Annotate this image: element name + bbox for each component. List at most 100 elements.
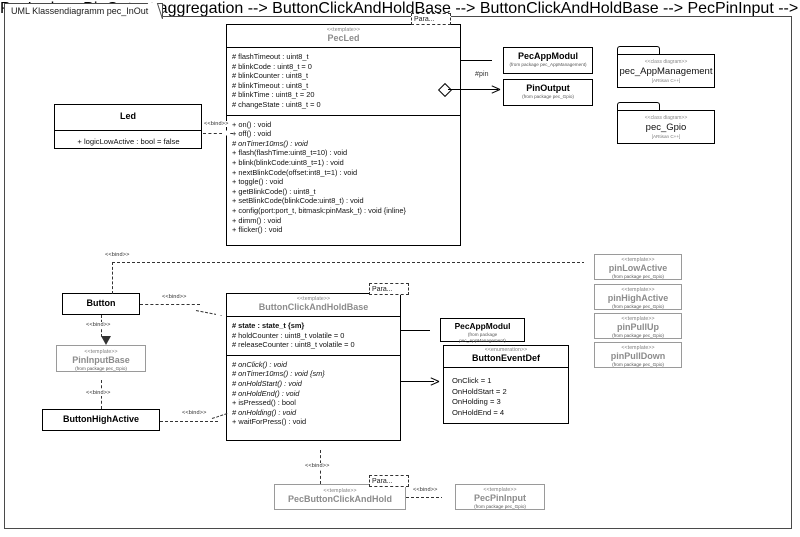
class-bcahb-name: ButtonClickAndHoldBase	[258, 302, 369, 312]
class-buttoneventdef[interactable]: <<enumeration>> ButtonEventDef OnClick =…	[443, 345, 569, 424]
link-bcahb-pecappmodul	[401, 330, 431, 331]
package-language: [ARtisan C++]	[651, 134, 681, 139]
package-body: <<class diagram>> pec_AppManagement [ARt…	[617, 54, 715, 88]
link-label-bind: <<bind>>	[161, 294, 188, 300]
realization-arrowhead-pinlowactive	[584, 257, 593, 267]
link-pecled-pinoutput	[448, 89, 498, 90]
class-bcahb-stereotype: <<template>>	[296, 296, 331, 302]
class-pinlowactive-name: pinLowActive	[608, 263, 668, 273]
package-name: pec_AppManagement	[619, 66, 713, 77]
generalization-arrowhead-pecappmodul	[492, 55, 501, 65]
package-pec-gpio[interactable]: <<class diagram>> pec_Gpio [ARtisan C++]	[617, 102, 715, 144]
association-arrowhead-buttoneventdef	[430, 381, 439, 390]
class-pinlowactive[interactable]: <<template>> pinLowActive (from package …	[594, 254, 682, 280]
package-stereotype: <<class diagram>>	[644, 115, 688, 121]
class-button[interactable]: Button	[62, 293, 140, 315]
operation: + on() : void	[232, 119, 272, 129]
attribute: # blinkCounter : uint8_t	[232, 71, 309, 81]
attribute: + logicLowActive : bool = false	[77, 137, 180, 146]
class-pininputbase-stereotype: <<template>>	[84, 349, 118, 355]
class-pinhighactive-stereotype: <<template>>	[621, 287, 655, 293]
class-pinoutput-name: PinOutput	[526, 83, 570, 93]
class-pinpullup-from: (from package pec_Gpio)	[612, 333, 664, 338]
operation: + flicker() : void	[232, 225, 283, 235]
attribute: # changeState : uint8_t = 0	[232, 99, 321, 109]
realization-arrowhead-bcahb-2	[216, 407, 225, 417]
realization-arrowhead-led	[222, 128, 231, 138]
generalization-arrowhead-pininputbase-up	[101, 371, 111, 380]
class-bcahb-divider-1	[227, 316, 400, 317]
class-pecappmodul-top[interactable]: PecAppModul (from package pec_AppManagem…	[503, 47, 593, 74]
class-pinpulldown[interactable]: <<template>> pinPullDown (from package p…	[594, 342, 682, 368]
class-led[interactable]: Led + logicLowActive : bool = false	[54, 104, 202, 149]
generalization-arrowhead-pecappmodul-mid	[430, 325, 439, 335]
operation: # onHolding() : void	[232, 407, 297, 417]
class-pecled-header: <<template>> PecLed	[227, 25, 460, 47]
link-label-bind: <<bind>>	[412, 487, 439, 493]
class-led-name: Led	[119, 111, 136, 121]
enum-literal: OnClick = 1	[452, 376, 492, 385]
class-pininputbase-name: PinInputBase	[72, 355, 130, 365]
class-bcahb-operations: # onClick() : void # onTimer10ms() : voi…	[227, 356, 400, 432]
class-led-header: Led	[55, 105, 201, 125]
class-pecled-divider-1	[227, 47, 460, 48]
class-pinoutput[interactable]: PinOutput (from package pec_Gpio)	[503, 79, 593, 106]
class-pecbuttonclickandhold-name: PecButtonClickAndHold	[287, 494, 392, 504]
enum-literal: OnHolding = 3	[452, 397, 501, 406]
attribute: # releaseCounter : uint8_t volatile = 0	[232, 340, 355, 350]
link-label-bind: <<bind>>	[203, 121, 230, 127]
class-pecled-name: PecLed	[327, 33, 360, 43]
diagram-frame-label: UML Klassendiagramm pec_InOut	[4, 3, 164, 19]
class-pecappmodul-top-header: PecAppModul (from package pec_AppManagem…	[504, 48, 592, 71]
class-pinhighactive-from: (from package pec_Gpio)	[612, 304, 664, 309]
attribute: # holdCounter : uint8_t volatile = 0	[232, 330, 345, 340]
operation: + config(port:port_t, bitmask:pinMask_t)…	[232, 205, 406, 215]
operation: + blink(blinkCode:uint8_t=1) : void	[232, 157, 344, 167]
class-pecled-divider-2	[227, 114, 460, 116]
class-bcahb-attributes: # state : state_t {sm} # holdCounter : u…	[227, 317, 400, 355]
operation: + dimm() : void	[232, 215, 282, 225]
operation: + setBlinkCode(blinkCode:uint8_t) : void	[232, 196, 364, 206]
class-pininputbase[interactable]: <<template>> PinInputBase (from package …	[56, 345, 146, 372]
class-pinpullup[interactable]: <<template>> pinPullUp (from package pec…	[594, 313, 682, 339]
operation: + nextBlinkCode(offset:int8_t=1) : void	[232, 167, 358, 177]
class-pecled[interactable]: <<template>> PecLed # flashTimeout : uin…	[226, 24, 461, 246]
operation: + off() : void	[232, 129, 272, 139]
template-parameter-box-pecled: Para...	[411, 13, 451, 25]
generalization-arrowhead-pininputbase-down	[101, 336, 111, 345]
class-pecbuttonclickandhold-header: <<template>> PecButtonClickAndHold	[275, 485, 405, 508]
class-button-name: Button	[86, 298, 116, 308]
attribute: # state : state_t {sm}	[232, 321, 305, 330]
class-pinhighactive-name: pinHighActive	[607, 293, 669, 303]
link-bcahb-buttoneventdef	[401, 381, 434, 382]
operation: + waitForPress() : void	[232, 417, 307, 427]
class-pecappmodul-mid[interactable]: PecAppModul (from package pec_AppManagem…	[440, 318, 525, 343]
class-buttonhighactive[interactable]: ButtonHighActive	[42, 409, 160, 431]
operation: # onClick() : void	[232, 359, 288, 369]
class-buttoneventdef-name: ButtonEventDef	[472, 353, 540, 363]
class-pininputbase-header: <<template>> PinInputBase (from package …	[57, 346, 145, 375]
package-tab	[617, 46, 661, 55]
class-pecpininput[interactable]: <<template>> PecPinInput (from package p…	[455, 484, 545, 510]
class-pinhighactive[interactable]: <<template>> pinHighActive (from package…	[594, 284, 682, 310]
class-pecpininput-from: (from package pec_Gpio)	[474, 504, 526, 509]
link-label-bind: <<bind>>	[85, 322, 112, 328]
package-pec-appmanagement[interactable]: <<class diagram>> pec_AppManagement [ARt…	[617, 46, 715, 88]
class-buttonclickandholdbase[interactable]: <<template>> ButtonClickAndHoldBase # st…	[226, 293, 401, 441]
class-buttonhighactive-name: ButtonHighActive	[63, 414, 139, 424]
operation: # onHoldEnd() : void	[232, 388, 300, 398]
class-pecappmodul-top-name: PecAppModul	[518, 51, 578, 61]
class-pinoutput-header: PinOutput (from package pec_Gpio)	[504, 80, 592, 103]
class-pecled-operations: + on() : void + off() : void # onTimer10…	[227, 116, 460, 240]
generalization-arrowhead-bcahb	[320, 441, 330, 450]
class-buttoneventdef-divider	[444, 367, 568, 368]
link-label-bind: <<bind>>	[85, 390, 112, 396]
attribute: # blinkTimeout : uint8_t	[232, 80, 309, 90]
enum-literal: OnHoldEnd = 4	[452, 407, 505, 417]
class-pecbuttonclickandhold[interactable]: <<template>> PecButtonClickAndHold	[274, 484, 406, 510]
realization-arrowhead-pecpininput	[442, 492, 451, 502]
link-button-pinlowactive-horizontal	[112, 262, 590, 263]
operation: # onTimer10ms() : void	[232, 138, 308, 148]
class-pinpullup-name: pinPullUp	[617, 322, 659, 332]
